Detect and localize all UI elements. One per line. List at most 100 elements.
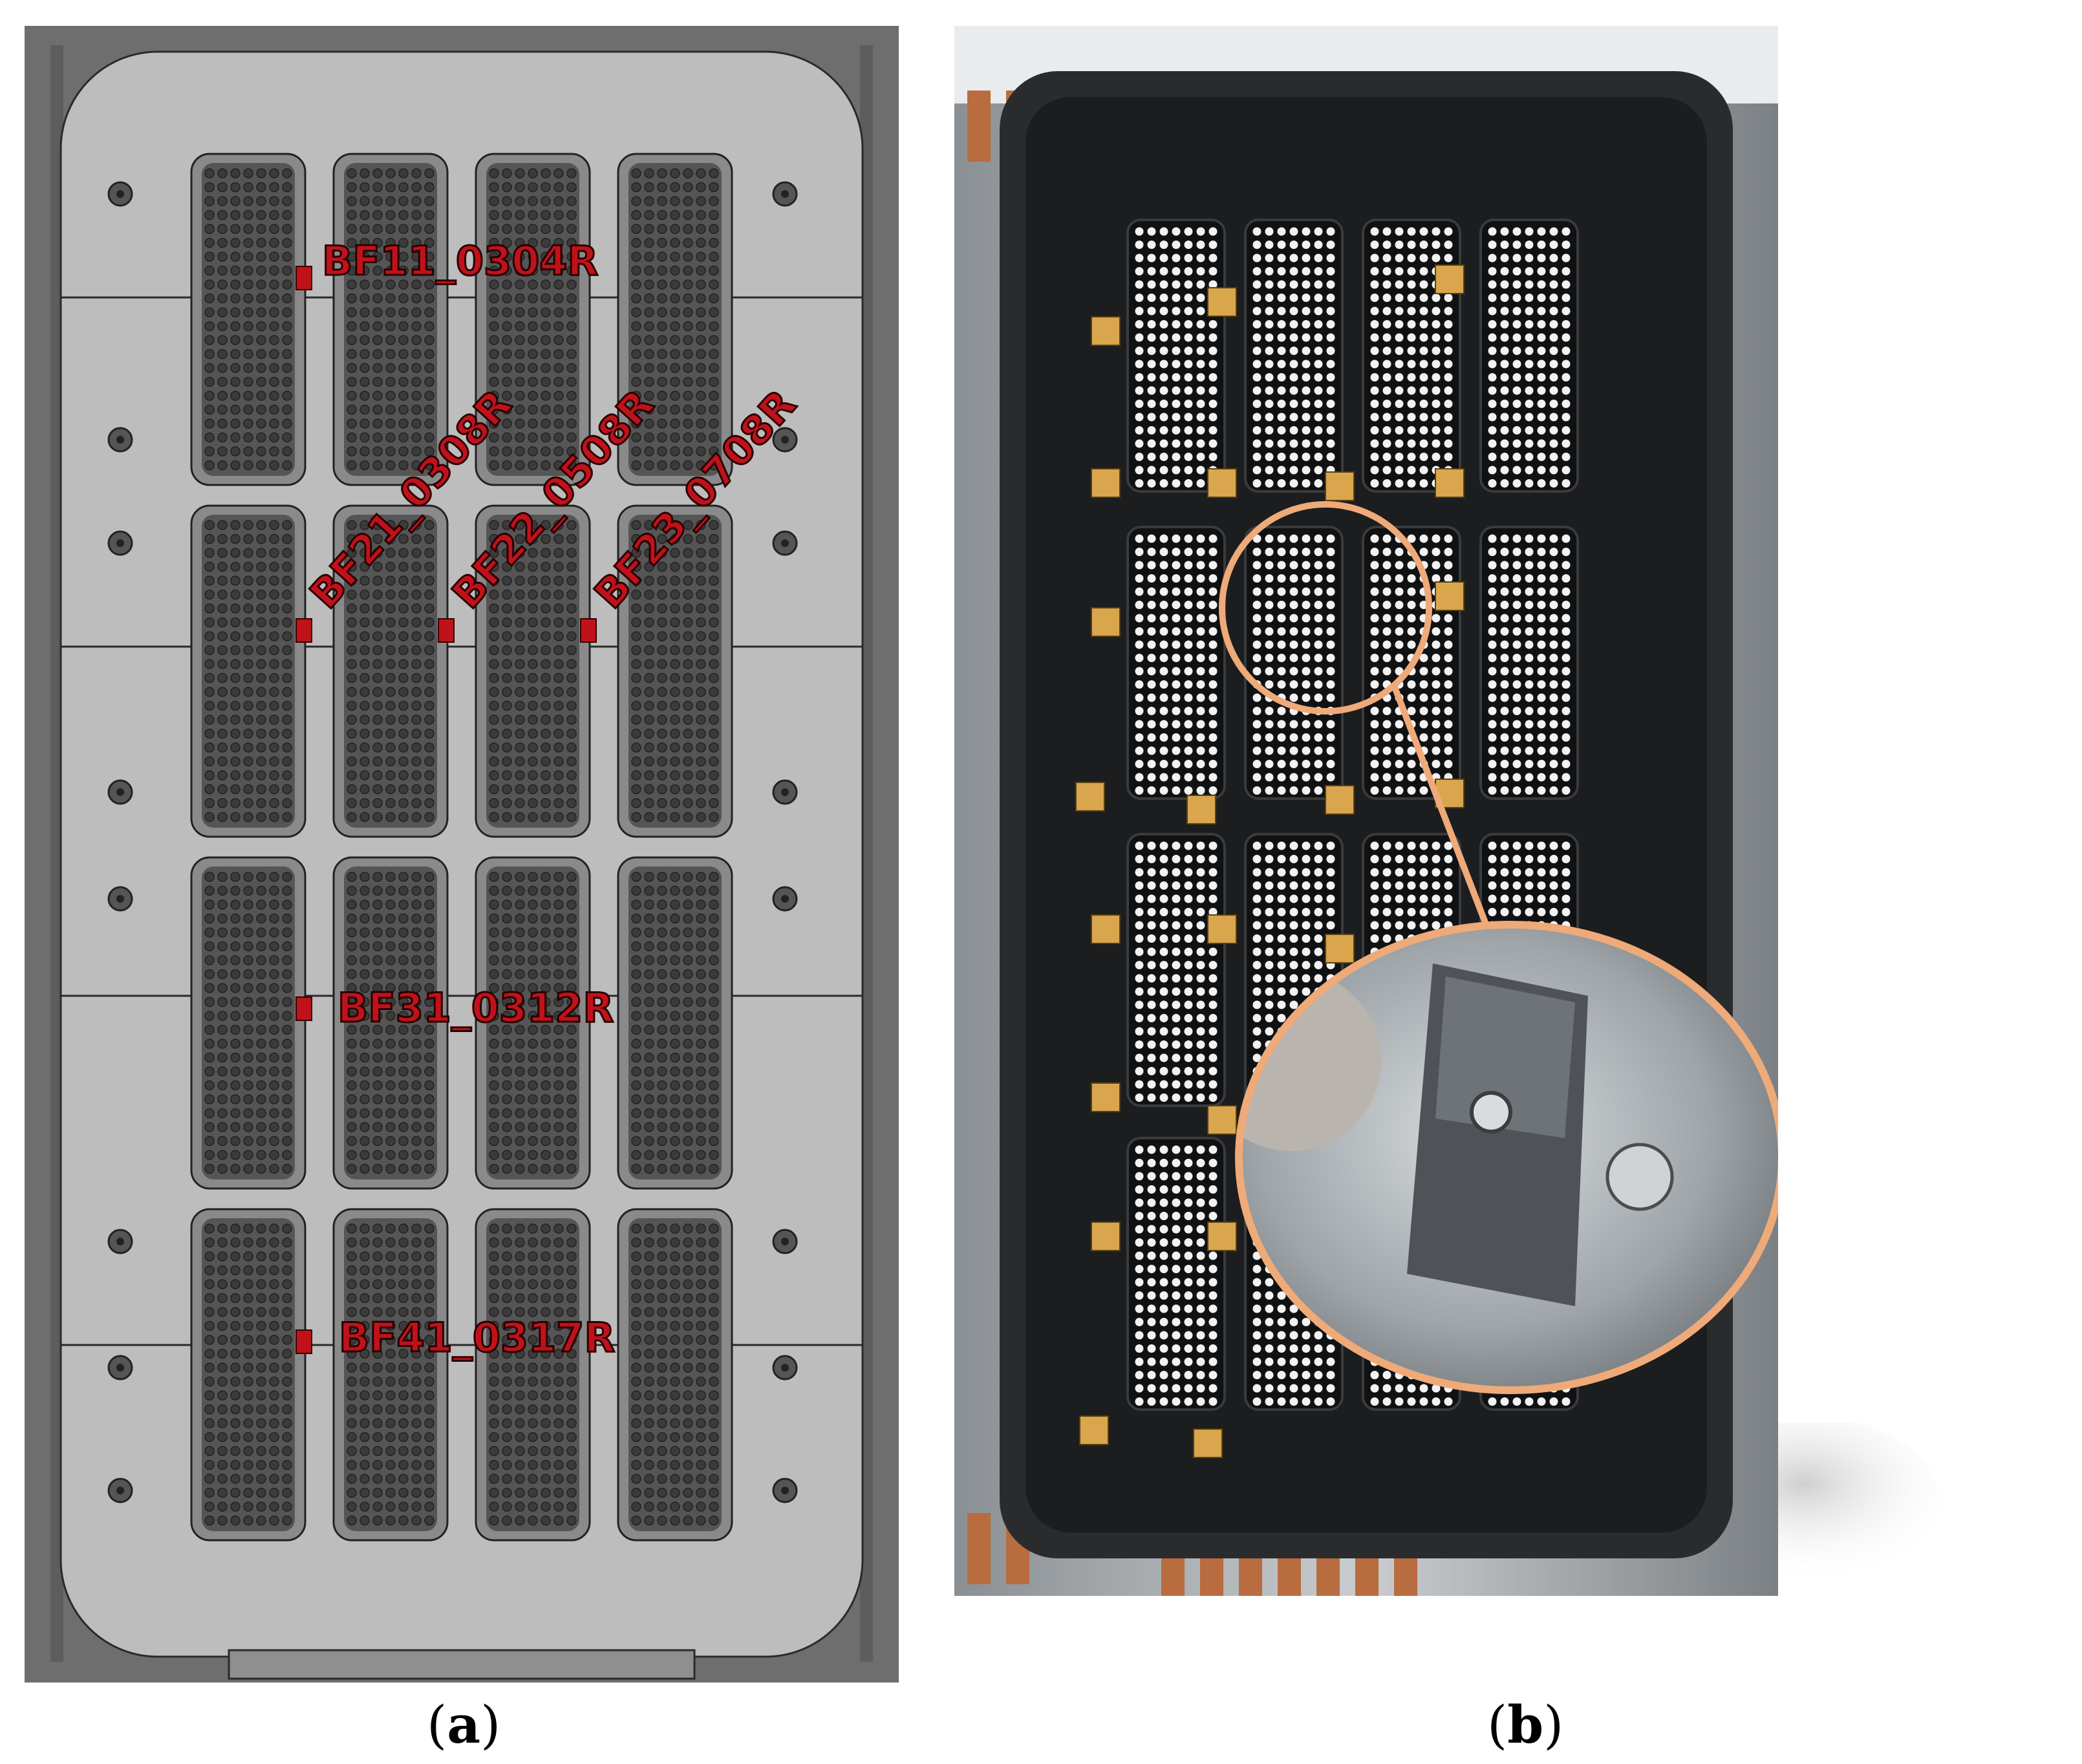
cad-cell: [385, 321, 396, 332]
cad-cell: [256, 885, 266, 896]
photo-cell: [1277, 439, 1286, 448]
photo-cell: [1252, 640, 1261, 649]
photo-cell: [1395, 241, 1404, 249]
photo-cell: [1135, 921, 1144, 930]
photo-cell: [1159, 693, 1168, 702]
cad-cell: [398, 1307, 409, 1317]
cad-cell: [424, 1108, 435, 1119]
cad-cell: [631, 252, 641, 262]
cad-cell: [566, 1237, 577, 1248]
cad-cell: [282, 404, 292, 415]
photo-cell: [1159, 1278, 1168, 1287]
cad-cell: [528, 645, 538, 656]
photo-cell: [1277, 574, 1286, 583]
photo-cell: [1326, 534, 1335, 543]
photo-cell: [1537, 320, 1546, 328]
photo-cell: [1326, 841, 1335, 850]
photo-cell: [1184, 1172, 1193, 1181]
cad-cell: [709, 1279, 719, 1289]
cad-cell: [683, 321, 693, 332]
photo-cell: [1172, 1291, 1181, 1300]
cad-cell: [566, 520, 577, 530]
photo-cell: [1265, 294, 1274, 302]
cad-cell: [631, 391, 641, 401]
cad-cell: [243, 182, 253, 193]
cad-cell: [385, 1066, 396, 1077]
cad-cell: [424, 589, 435, 600]
photo-cell: [1537, 227, 1546, 236]
cad-cell: [347, 404, 357, 415]
cad-cell: [683, 631, 693, 641]
cad-cell: [683, 265, 693, 276]
cad-cell: [424, 1376, 435, 1387]
cad-cell: [644, 1320, 654, 1331]
photo-cell: [1277, 733, 1286, 742]
cad-cell: [489, 1293, 499, 1304]
cad-cell: [515, 687, 525, 697]
cad-cell: [282, 279, 292, 290]
photo-cell: [1537, 614, 1546, 623]
cad-cell: [696, 561, 706, 572]
photo-cell: [1382, 479, 1391, 488]
photo-sensor-tab: [1075, 782, 1105, 812]
photo-cell: [1147, 1080, 1156, 1089]
cad-cell: [553, 1404, 564, 1415]
cad-cell: [269, 1223, 279, 1234]
cad-cell: [385, 617, 396, 628]
cad-cell: [502, 224, 512, 234]
cad-cell: [696, 899, 706, 910]
photo-cell: [1184, 320, 1193, 328]
photo-cell: [1208, 974, 1218, 983]
photo-cell: [1147, 934, 1156, 943]
cad-cell: [502, 1307, 512, 1317]
photo-cell: [1196, 479, 1205, 488]
cad-cell: [424, 1320, 435, 1331]
cad-cell: [502, 418, 512, 429]
photo-cell: [1159, 241, 1168, 249]
cad-cell: [631, 548, 641, 558]
photo-cell: [1500, 1397, 1509, 1406]
cad-cell: [683, 603, 693, 614]
photo-cell: [1208, 1357, 1218, 1366]
cad-cell: [528, 1474, 538, 1484]
cad-cell: [670, 1265, 680, 1276]
photo-cell: [1135, 426, 1144, 435]
cad-cell: [566, 432, 577, 443]
cad-cell: [282, 941, 292, 952]
cad-cell: [360, 1122, 370, 1132]
photo-cell: [1432, 253, 1441, 263]
cad-cell: [217, 770, 228, 780]
photo-cell: [1549, 881, 1558, 890]
photo-cell: [1196, 1053, 1205, 1062]
photo-cell: [1289, 241, 1298, 249]
photo-cell: [1326, 614, 1335, 623]
caption-a: (a): [427, 1694, 501, 1755]
cad-cell: [644, 1362, 654, 1373]
photo-cell: [1208, 1014, 1218, 1022]
photo-cell: [1314, 400, 1323, 408]
cad-cell: [644, 659, 654, 669]
cad-cell: [515, 182, 525, 193]
cad-cell: [243, 659, 253, 669]
cad-cell: [424, 432, 435, 443]
cad-cell: [372, 1163, 383, 1174]
photo-cell: [1326, 693, 1335, 702]
cad-cell: [553, 603, 564, 614]
photo-cell: [1512, 654, 1521, 662]
photo-cell: [1395, 1384, 1404, 1393]
photo-cell: [1184, 1225, 1193, 1234]
photo-cell: [1314, 294, 1323, 302]
cad-cell: [631, 1223, 641, 1234]
cad-cell: [204, 575, 215, 586]
cad-cell: [528, 237, 538, 248]
cad-cell: [528, 700, 538, 711]
cad-cell: [217, 321, 228, 332]
photo-cell: [1135, 760, 1144, 768]
cad-cell: [489, 210, 499, 220]
cad-cell: [360, 589, 370, 600]
cad-cell: [411, 913, 422, 924]
cad-cell: [670, 784, 680, 795]
photo-cell: [1432, 614, 1441, 623]
cad-cell: [230, 279, 241, 290]
cad-cell: [217, 1223, 228, 1234]
